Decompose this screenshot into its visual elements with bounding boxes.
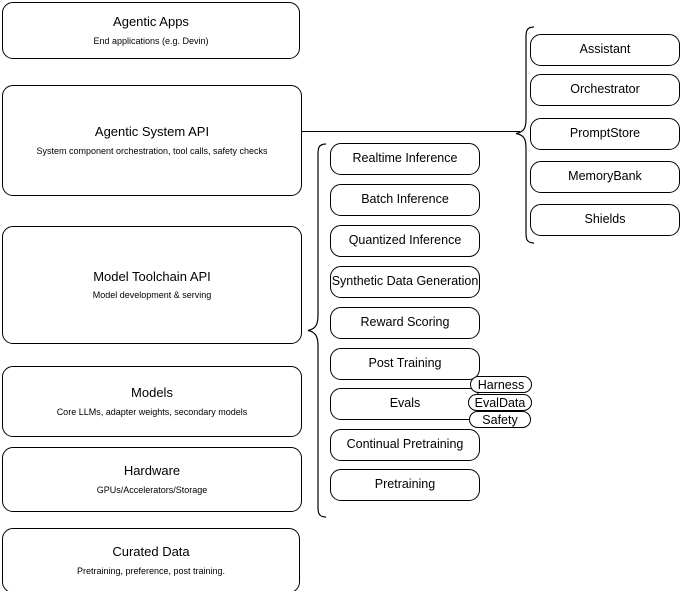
component-memorybank[interactable]: MemoryBank	[530, 161, 680, 193]
capability-realtime-inference[interactable]: Realtime Inference	[330, 143, 480, 175]
component-label: Shields	[584, 212, 626, 227]
layer-title: Model Toolchain API	[93, 268, 211, 284]
brace-agentic-system	[514, 26, 536, 244]
capability-label: Quantized Inference	[348, 233, 462, 248]
layer-hardware[interactable]: Hardware GPUs/Accelerators/Storage	[2, 447, 302, 512]
capability-label: Post Training	[368, 356, 442, 371]
component-shields[interactable]: Shields	[530, 204, 680, 236]
capability-label: Realtime Inference	[352, 151, 458, 166]
capability-quantized-inference[interactable]: Quantized Inference	[330, 225, 480, 257]
capability-batch-inference[interactable]: Batch Inference	[330, 184, 480, 216]
capability-reward-scoring[interactable]: Reward Scoring	[330, 307, 480, 339]
layer-title: Agentic Apps	[113, 14, 189, 30]
component-promptstore[interactable]: PromptStore	[530, 118, 680, 150]
layer-title: Hardware	[123, 463, 181, 479]
evals-badge-evaldata[interactable]: EvalData	[468, 394, 532, 411]
component-label: MemoryBank	[568, 169, 642, 184]
layer-subtitle: System component orchestration, tool cal…	[36, 145, 268, 156]
layer-title: Models	[131, 385, 173, 401]
capability-label: Continual Pretraining	[346, 437, 464, 452]
capability-label: Evals	[389, 396, 421, 411]
evals-badge-label: Harness	[477, 377, 525, 392]
component-label: PromptStore	[569, 126, 641, 141]
component-orchestrator[interactable]: Orchestrator	[530, 74, 680, 106]
capability-evals[interactable]: Evals	[330, 388, 480, 420]
connector-line-agentic-system-api	[302, 131, 520, 133]
layer-subtitle: Core LLMs, adapter weights, secondary mo…	[56, 406, 248, 417]
capability-continual-pretraining[interactable]: Continual Pretraining	[330, 429, 480, 461]
layer-subtitle: GPUs/Accelerators/Storage	[96, 484, 208, 495]
layer-agentic-system-api[interactable]: Agentic System API System component orch…	[2, 85, 302, 196]
capability-label: Reward Scoring	[360, 315, 450, 330]
capability-label: Synthetic Data Generation	[331, 274, 479, 289]
layer-subtitle: Pretraining, preference, post training.	[76, 565, 226, 576]
evals-badge-label: Safety	[482, 412, 518, 427]
layer-models[interactable]: Models Core LLMs, adapter weights, secon…	[2, 366, 302, 437]
component-label: Assistant	[579, 42, 631, 57]
layer-subtitle: Model development & serving	[92, 290, 212, 300]
layer-title: Curated Data	[112, 544, 190, 560]
capability-label: Pretraining	[374, 477, 436, 492]
capability-pretraining[interactable]: Pretraining	[330, 469, 480, 501]
evals-badge-harness[interactable]: Harness	[470, 376, 532, 393]
capability-synthetic-data-generation[interactable]: Synthetic Data Generation	[330, 266, 480, 298]
evals-badge-label: EvalData	[474, 395, 526, 410]
component-assistant[interactable]: Assistant	[530, 34, 680, 66]
evals-badge-safety[interactable]: Safety	[469, 411, 531, 428]
layer-curated-data[interactable]: Curated Data Pretraining, preference, po…	[2, 528, 300, 591]
layer-model-toolchain-api[interactable]: Model Toolchain API Model development & …	[2, 226, 302, 344]
component-label: Orchestrator	[570, 82, 640, 97]
layer-agentic-apps[interactable]: Agentic Apps End applications (e.g. Devi…	[2, 2, 300, 59]
capability-label: Batch Inference	[361, 192, 449, 207]
brace-model-toolchain	[306, 143, 328, 518]
layer-subtitle: End applications (e.g. Devin)	[93, 35, 209, 46]
layer-title: Agentic System API	[94, 124, 210, 140]
capability-post-training[interactable]: Post Training	[330, 348, 480, 380]
